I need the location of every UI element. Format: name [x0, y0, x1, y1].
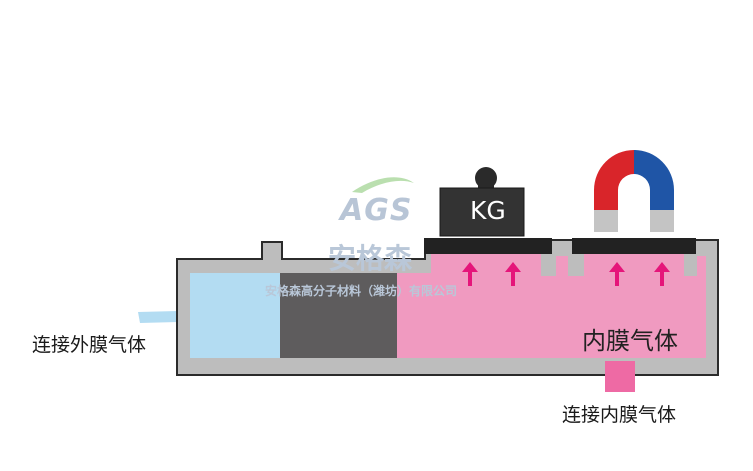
- watermark-brand: 安格森: [328, 242, 413, 275]
- magnet-left-steel: [594, 210, 618, 232]
- weight-neck: [478, 180, 494, 190]
- pressure-arrow: [654, 262, 670, 286]
- magnet-red-pole: [594, 150, 634, 210]
- outer-gas-label: 连接外膜气体: [32, 334, 147, 356]
- inner-gas-pipe: [605, 361, 635, 392]
- pressure-plate-left: [424, 238, 552, 254]
- weight-body: [439, 187, 525, 237]
- weight-label: KG: [470, 196, 506, 225]
- pressure-plate-right: [572, 238, 696, 254]
- membrane-block: [280, 273, 399, 358]
- watermark-logo: AGS: [340, 193, 413, 228]
- watermark-swoosh-icon: [352, 177, 414, 193]
- outer-gas-chamber: [190, 273, 282, 358]
- inner-gas-inlet-label: 连接内膜气体: [562, 404, 677, 426]
- pressure-arrow: [505, 262, 521, 286]
- magnet-blue-pole: [634, 150, 674, 210]
- outer-gas-pipe: [138, 311, 178, 323]
- inner-gas-chamber: [397, 252, 706, 358]
- pressure-arrow: [462, 262, 478, 286]
- watermark-company: 安格森高分子材料（潍坊）有限公司: [265, 284, 458, 298]
- inner-gas-chamber-label: 内膜气体: [582, 327, 678, 355]
- magnet-right-steel: [650, 210, 674, 232]
- pressure-arrow: [609, 262, 625, 286]
